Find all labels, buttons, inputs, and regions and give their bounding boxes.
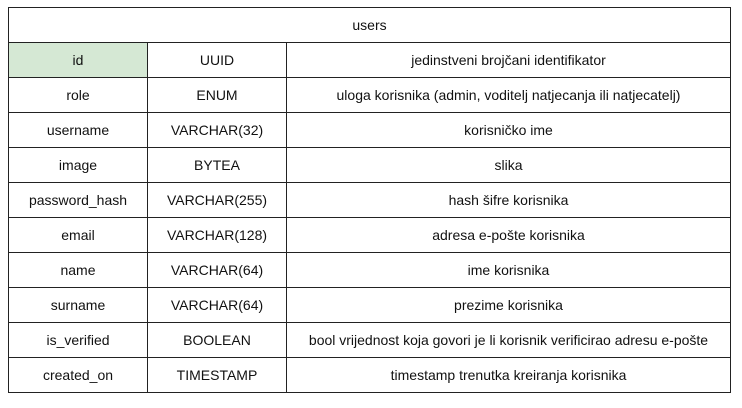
attribute-type: BYTEA bbox=[147, 147, 287, 183]
attribute-name: email bbox=[8, 217, 148, 253]
attribute-row-surname: surname VARCHAR(64) prezime korisnika bbox=[8, 287, 732, 323]
entity-title: users bbox=[7, 7, 732, 43]
attribute-type: VARCHAR(255) bbox=[147, 182, 287, 218]
attribute-row-created-on: created_on TIMESTAMP timestamp trenutka … bbox=[8, 357, 732, 393]
attribute-description: timestamp trenutka kreiranja korisnika bbox=[285, 357, 732, 393]
attribute-type: TIMESTAMP bbox=[147, 357, 287, 393]
attribute-name: role bbox=[8, 77, 148, 113]
attribute-row-image: image BYTEA slika bbox=[8, 147, 732, 183]
attribute-name: is_verified bbox=[8, 322, 148, 358]
attribute-row-name: name VARCHAR(64) ime korisnika bbox=[8, 252, 732, 288]
attribute-row-password-hash: password_hash VARCHAR(255) hash šifre ko… bbox=[8, 182, 732, 218]
attribute-type: VARCHAR(64) bbox=[147, 287, 287, 323]
users-entity-table: users id UUID jedinstveni brojčani ident… bbox=[7, 7, 732, 393]
attribute-name: name bbox=[8, 252, 148, 288]
attribute-description: korisničko ime bbox=[285, 112, 732, 148]
attribute-description: ime korisnika bbox=[285, 252, 732, 288]
attribute-name: username bbox=[8, 112, 148, 148]
attribute-row-email: email VARCHAR(128) adresa e-pošte korisn… bbox=[8, 217, 732, 253]
attribute-description: jedinstveni brojčani identifikator bbox=[285, 42, 732, 78]
attribute-name: image bbox=[8, 147, 148, 183]
attribute-description: hash šifre korisnika bbox=[285, 182, 732, 218]
attribute-type: VARCHAR(128) bbox=[147, 217, 287, 253]
attribute-description: adresa e-pošte korisnika bbox=[285, 217, 732, 253]
attribute-row-is-verified: is_verified BOOLEAN bool vrijednost koja… bbox=[8, 322, 732, 358]
attribute-description: bool vrijednost koja govori je li korisn… bbox=[285, 322, 732, 358]
attribute-name: surname bbox=[8, 287, 148, 323]
attribute-row-role: role ENUM uloga korisnika (admin, vodite… bbox=[8, 77, 732, 113]
attribute-name-primary-key: id bbox=[8, 42, 148, 78]
entity-title-row: users bbox=[7, 7, 732, 43]
attribute-name: password_hash bbox=[8, 182, 148, 218]
attribute-description: uloga korisnika (admin, voditelj natjeca… bbox=[285, 77, 732, 113]
attribute-type: VARCHAR(32) bbox=[147, 112, 287, 148]
attribute-name: created_on bbox=[8, 357, 148, 393]
attribute-description: slika bbox=[285, 147, 732, 183]
attribute-row-id: id UUID jedinstveni brojčani identifikat… bbox=[8, 42, 732, 78]
attribute-description: prezime korisnika bbox=[285, 287, 732, 323]
attribute-type: UUID bbox=[147, 42, 287, 78]
attribute-type: VARCHAR(64) bbox=[147, 252, 287, 288]
attribute-type: ENUM bbox=[147, 77, 287, 113]
attribute-row-username: username VARCHAR(32) korisničko ime bbox=[8, 112, 732, 148]
attribute-type: BOOLEAN bbox=[147, 322, 287, 358]
